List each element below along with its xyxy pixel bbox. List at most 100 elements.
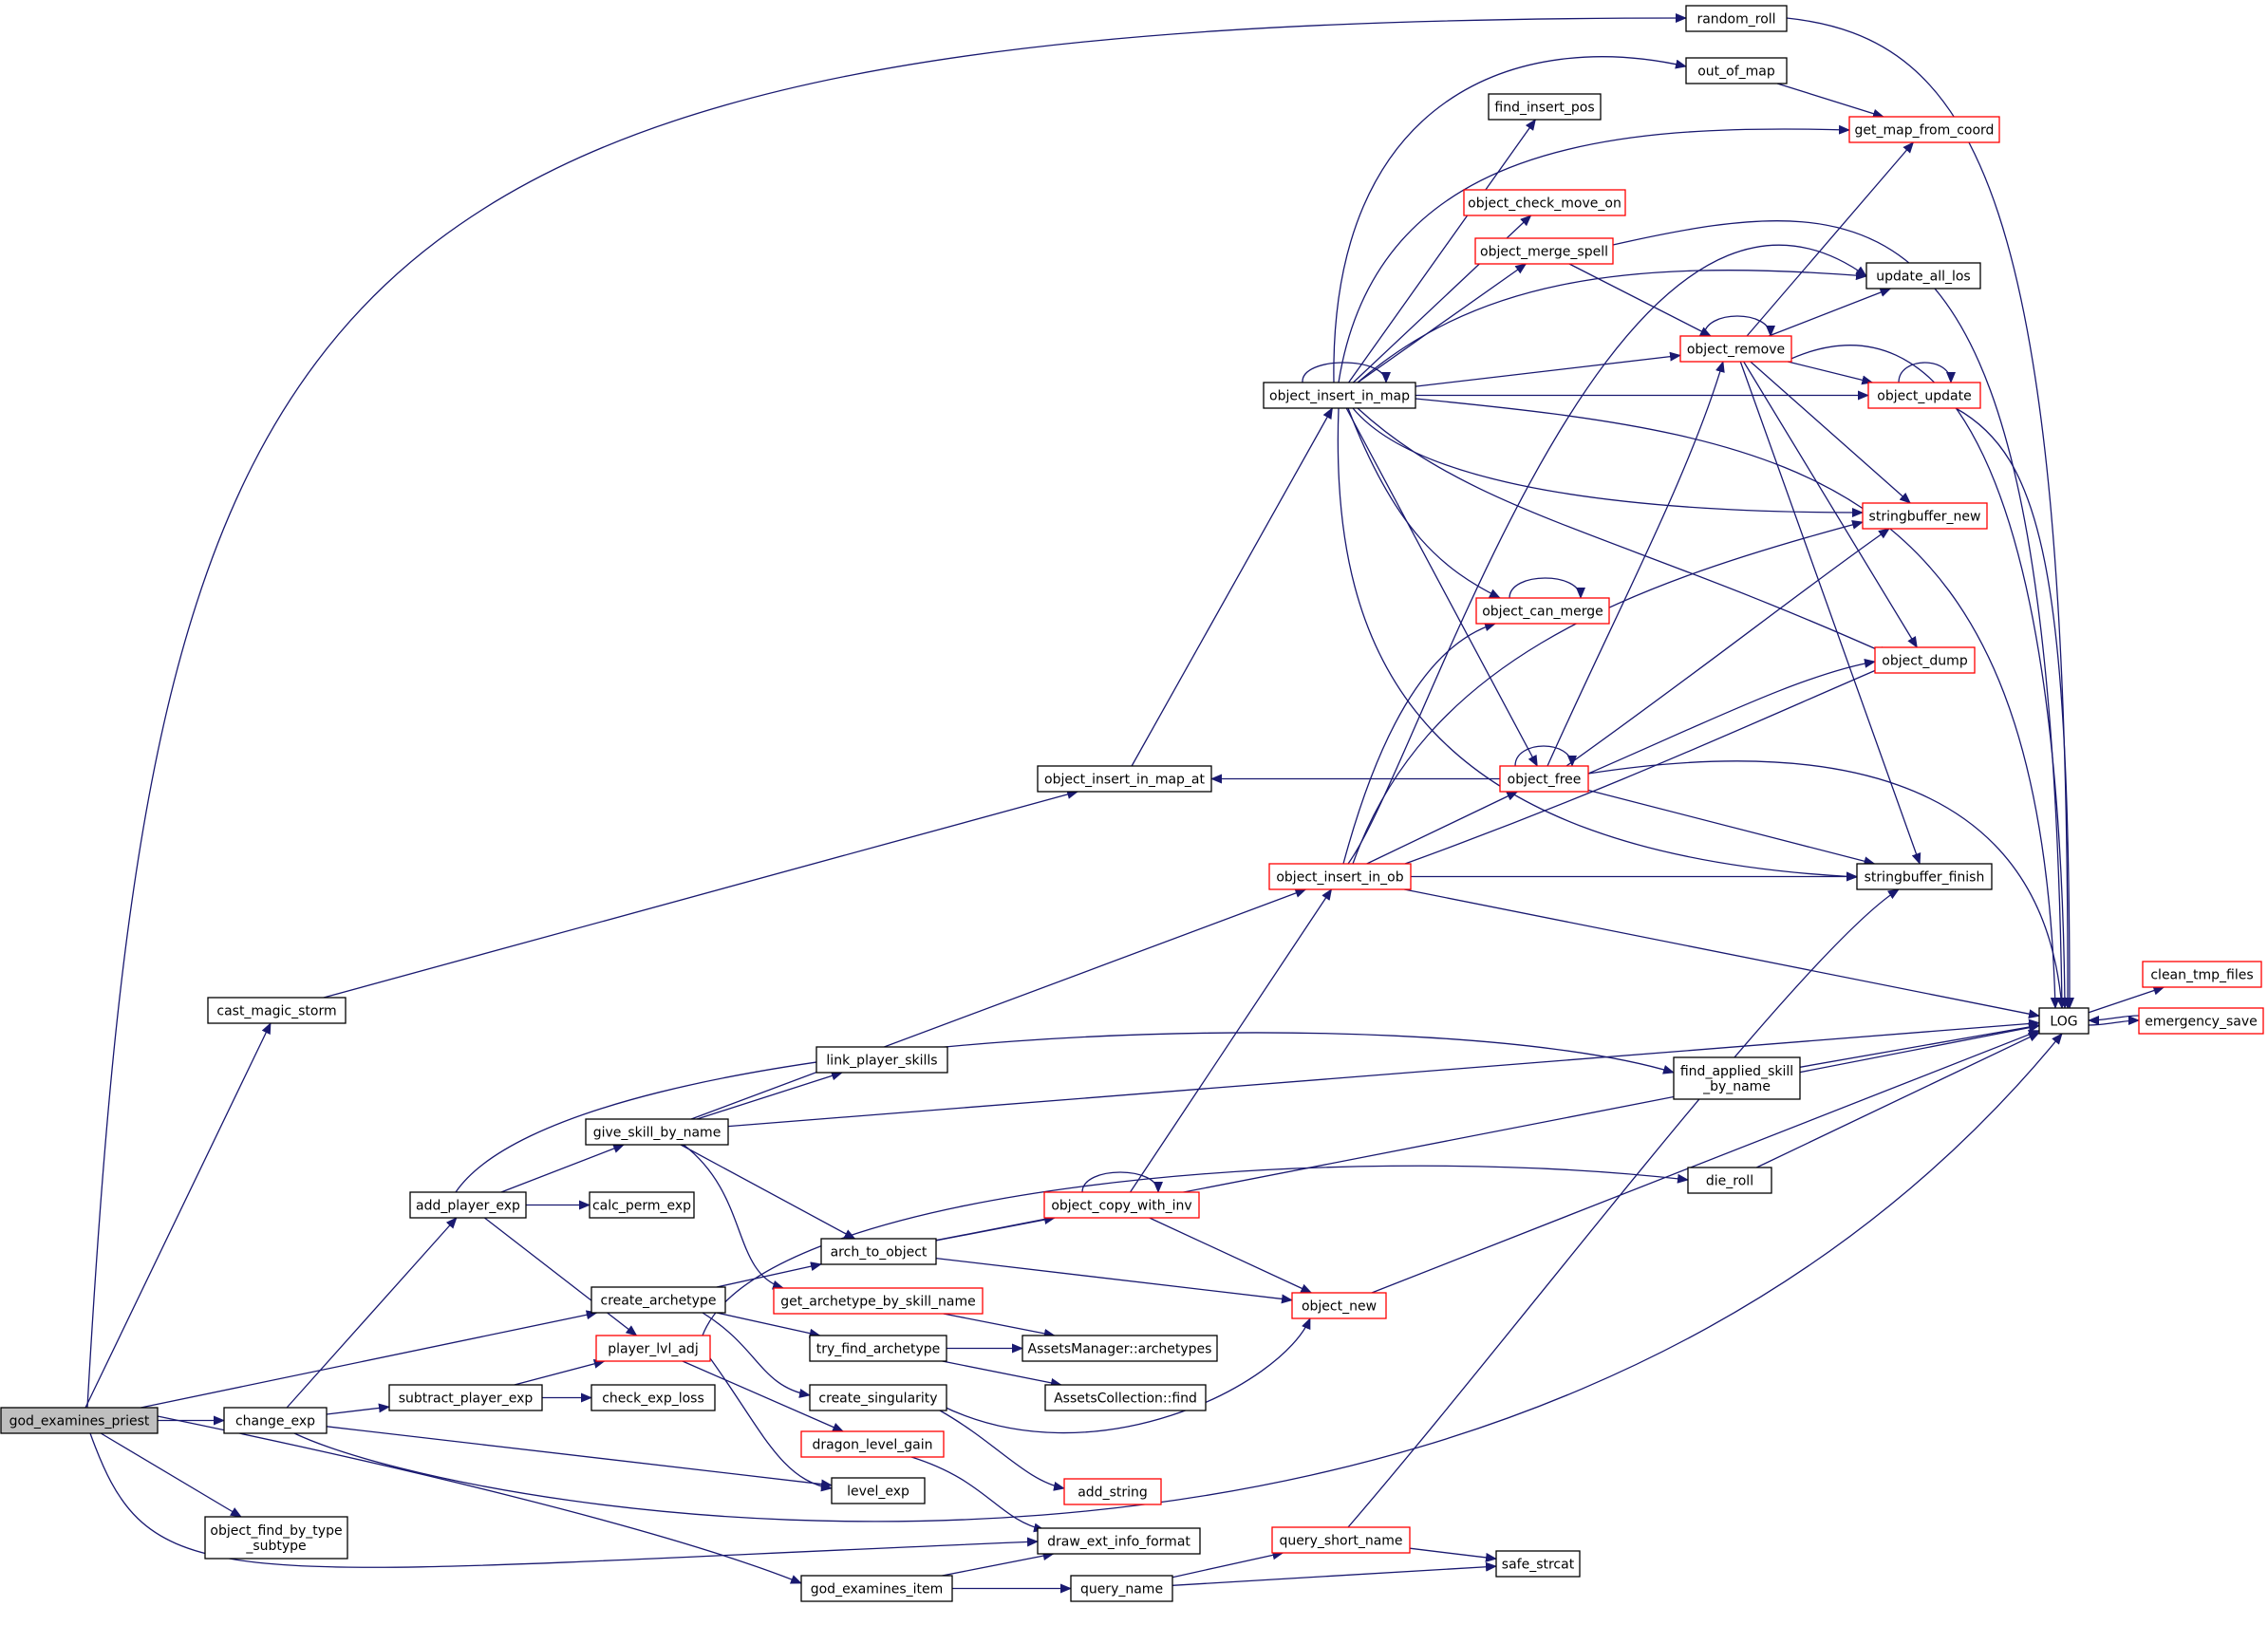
edge-create_singularity-to-object_new <box>939 1317 1311 1434</box>
edge-object_insert_in_map-to-LOG <box>1415 398 2060 1009</box>
edge-create_singularity-to-add_string <box>939 1410 1065 1491</box>
edge-dragon_level_gain-to-draw_ext_info_format <box>910 1456 1045 1533</box>
node-box <box>1043 1191 1200 1219</box>
edge-object_update-to-object_update <box>1898 362 1956 383</box>
node-label: object_check_move_on <box>1468 196 1621 212</box>
node-add_string[interactable]: add_string <box>1063 1478 1162 1505</box>
node-box <box>1685 57 1788 84</box>
node-object_new[interactable]: object_new <box>1291 1292 1387 1319</box>
node-object_merge_spell[interactable]: object_merge_spell <box>1474 237 1614 265</box>
node-label: random_roll <box>1696 12 1775 28</box>
node-box <box>1475 597 1610 625</box>
edge-change_exp-to-subtract_player_exp <box>326 1403 390 1415</box>
node-update_all_los[interactable]: update_all_los <box>1865 262 1981 290</box>
node-god_examines_item[interactable]: god_examines_item <box>800 1575 953 1602</box>
node-box <box>1862 502 1988 530</box>
node-box <box>1874 646 1976 674</box>
node-LOG[interactable]: LOG <box>2038 1007 2090 1035</box>
node-label: give_skill_by_name <box>593 1126 722 1141</box>
node-label: find_insert_pos <box>1494 101 1594 116</box>
node-label: query_name <box>1080 1582 1163 1597</box>
node-cast_magic_storm[interactable]: cast_magic_storm <box>207 997 347 1024</box>
node-get_archetype_by_skill_name[interactable]: get_archetype_by_skill_name <box>773 1287 984 1315</box>
edge-object_copy_with_inv-to-object_insert_in_ob <box>1129 888 1333 1193</box>
node-object_remove[interactable]: object_remove <box>1679 335 1792 363</box>
edge-object_remove-to-get_map_from_coord <box>1746 141 1915 337</box>
node-label: link_player_skills <box>826 1054 937 1069</box>
node-object_check_move_on[interactable]: object_check_move_on <box>1463 189 1626 216</box>
node-object_insert_in_map_at[interactable]: object_insert_in_map_at <box>1037 765 1212 793</box>
node-clean_tmp_files[interactable]: clean_tmp_files <box>2142 961 2262 988</box>
node-box <box>773 1287 984 1315</box>
node-box <box>1865 262 1981 290</box>
node-object_update[interactable]: object_update <box>1867 382 1981 409</box>
node-label: LOG <box>2050 1015 2077 1030</box>
node-label: cast_magic_storm <box>216 1004 336 1019</box>
node-label: object_new <box>1302 1299 1377 1315</box>
node-box <box>820 1238 937 1265</box>
node-link_player_skills[interactable]: link_player_skills <box>815 1046 948 1074</box>
node-box <box>585 1118 729 1146</box>
node-emergency_save[interactable]: emergency_save <box>2138 1007 2264 1035</box>
edge-out_of_map-to-get_map_from_coord <box>1776 83 1884 119</box>
node-god_examines_priest[interactable]: god_examines_priest <box>0 1407 159 1434</box>
node-stringbuffer_finish[interactable]: stringbuffer_finish <box>1856 863 1993 890</box>
node-label: _subtype <box>245 1539 306 1554</box>
edge-die_roll-to-LOG <box>1756 1032 2040 1168</box>
edge-object_remove-to-stringbuffer_finish <box>1739 361 1921 865</box>
nodes-layer: god_examines_priest random_roll out_of_map… <box>0 5 2264 1602</box>
node-query_name[interactable]: query_name <box>1070 1575 1173 1602</box>
node-object_copy_with_inv[interactable]: object_copy_with_inv <box>1043 1191 1200 1219</box>
node-label: object_dump <box>1882 654 1968 669</box>
node-object_dump[interactable]: object_dump <box>1874 646 1976 674</box>
node-object_insert_in_map[interactable]: object_insert_in_map <box>1263 382 1416 409</box>
node-add_player_exp[interactable]: add_player_exp <box>409 1191 527 1219</box>
edge-find_applied_skill_by_name-to-LOG <box>1799 1022 2040 1068</box>
node-object_insert_in_ob[interactable]: object_insert_in_ob <box>1268 863 1412 890</box>
node-get_map_from_coord[interactable]: get_map_from_coord <box>1848 116 2000 143</box>
node-dragon_level_gain[interactable]: dragon_level_gain <box>800 1430 945 1458</box>
node-label: safe_strcat <box>1502 1558 1575 1573</box>
node-random_roll[interactable]: random_roll <box>1685 5 1788 32</box>
node-find_applied_skill_by_name[interactable]: find_applied_skill_by_name <box>1673 1056 1801 1100</box>
node-query_short_name[interactable]: query_short_name <box>1271 1526 1411 1554</box>
edge-god_examines_priest-to-god_examines_item <box>157 1415 802 1584</box>
node-calc_perm_exp[interactable]: calc_perm_exp <box>589 1191 695 1219</box>
node-box <box>207 997 347 1024</box>
node-die_roll[interactable]: die_roll <box>1687 1167 1772 1194</box>
node-box <box>1679 335 1792 363</box>
node-player_lvl_adj[interactable]: player_lvl_adj <box>595 1335 711 1362</box>
node-box <box>590 1286 726 1314</box>
node-object_find_by_type_subtype[interactable]: object_find_by_type_subtype <box>204 1516 348 1560</box>
node-try_find_archetype[interactable]: try_find_archetype <box>809 1335 947 1362</box>
node-AssetsCollection_find[interactable]: AssetsCollection::find <box>1044 1384 1207 1411</box>
edge-object_insert_in_map-to-object_can_merge <box>1347 407 1501 599</box>
node-AssetsManager_archetypes[interactable]: AssetsManager::archetypes <box>1022 1335 1218 1362</box>
node-object_can_merge[interactable]: object_can_merge <box>1475 597 1610 625</box>
node-label: die_roll <box>1706 1174 1753 1189</box>
node-safe_strcat[interactable]: safe_strcat <box>1495 1550 1581 1578</box>
node-create_archetype[interactable]: create_archetype <box>590 1286 726 1314</box>
edge-cast_magic_storm-to-object_insert_in_map_at <box>323 790 1079 999</box>
node-label: object_remove <box>1687 343 1785 358</box>
node-box <box>1044 1384 1207 1411</box>
edge-add_player_exp-to-player_lvl_adj <box>484 1217 638 1336</box>
edge-object_new-to-LOG <box>1371 1030 2040 1294</box>
node-arch_to_object[interactable]: arch_to_object <box>820 1238 937 1265</box>
node-box <box>1022 1335 1218 1362</box>
edge-object_copy_with_inv-to-object_copy_with_inv <box>1081 1171 1163 1193</box>
node-object_free[interactable]: object_free <box>1499 765 1589 793</box>
node-change_exp[interactable]: change_exp <box>223 1407 328 1434</box>
node-find_insert_pos[interactable]: find_insert_pos <box>1488 93 1602 121</box>
node-box <box>2142 961 2262 988</box>
node-label: god_examines_priest <box>9 1414 150 1429</box>
node-level_exp[interactable]: level_exp <box>831 1477 926 1504</box>
node-stringbuffer_new[interactable]: stringbuffer_new <box>1862 502 1988 530</box>
node-give_skill_by_name[interactable]: give_skill_by_name <box>585 1118 729 1146</box>
node-draw_ext_info_format[interactable]: draw_ext_info_format <box>1037 1527 1201 1555</box>
node-check_exp_loss[interactable]: check_exp_loss <box>590 1384 716 1411</box>
node-create_singularity[interactable]: create_singularity <box>809 1384 947 1411</box>
node-label: change_exp <box>235 1414 315 1429</box>
node-subtract_player_exp[interactable]: subtract_player_exp <box>388 1384 543 1411</box>
node-out_of_map[interactable]: out_of_map <box>1685 57 1788 84</box>
